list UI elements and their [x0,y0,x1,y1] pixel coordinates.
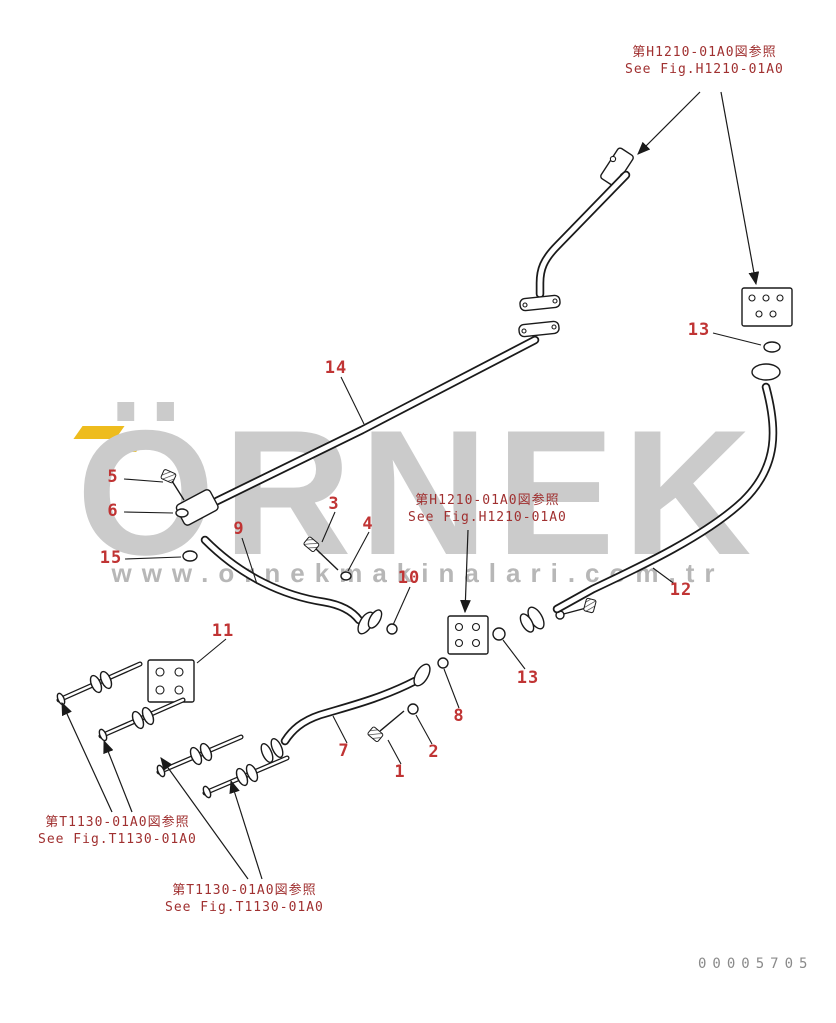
callout-7: 7 [338,741,350,761]
ref-annotation-top-right-jp: 第H1210-01A0図参照 [632,45,777,60]
pipe-14-long [212,335,540,506]
reference-arrows [61,91,760,880]
doc-number: 00005705 [698,956,814,972]
flange-pipe-12 [519,606,545,633]
leader-lines [123,332,762,765]
clamp-block-5-6 [160,469,219,526]
callout-6: 6 [107,501,119,521]
callout-3: 3 [328,494,340,514]
flange-pipe-9 [357,609,383,635]
callout-8: 8 [453,706,465,726]
ref-annotation-bottom-left-jp: 第T1130-01A0図参照 [45,815,190,830]
callout-5: 5 [107,467,119,487]
ref-annotation-mid-jp: 第H1210-01A0図参照 [415,493,560,508]
connector-block-center [447,615,489,655]
callout-4: 4 [362,514,374,534]
ref-annotation-top-right-en: See Fig.H1210-01A0 [625,62,784,77]
callout-15: 15 [99,548,123,568]
connector-block-top-right [741,287,793,327]
callout-2: 2 [428,742,440,762]
ref-annotation-mid-en: See Fig.H1210-01A0 [408,510,567,525]
pipe-7 [280,676,420,746]
callout-13-top: 13 [687,320,711,340]
pipe-9 [200,535,364,625]
pipe-12 [552,382,778,614]
o-ring-10 [386,623,398,635]
block-11 [147,659,195,703]
pipe-14-upper [535,170,631,299]
washer-6 [175,508,189,518]
bolt-3 [303,536,339,571]
callout-11: 11 [211,621,235,641]
callout-13-mid: 13 [516,668,540,688]
ref-annotation-bottom-mid-en: See Fig.T1130-01A0 [165,900,324,915]
ref-annotation-bottom-left-en: See Fig.T1130-01A0 [38,832,197,847]
spool-shafts [56,661,290,799]
o-ring-8 [437,657,449,669]
ref-annotation-bottom-mid: 第T1130-01A0図参照 See Fig.T1130-01A0 [165,882,324,916]
ref-annotation-mid: 第H1210-01A0図参照 See Fig.H1210-01A0 [408,492,567,526]
callout-10: 10 [397,568,421,588]
washer-4 [340,571,352,581]
ref-annotation-bottom-left: 第T1130-01A0図参照 See Fig.T1130-01A0 [38,814,197,848]
ref-annotation-top-right: 第H1210-01A0図参照 See Fig.H1210-01A0 [625,44,784,78]
callout-12: 12 [669,580,693,600]
flange-elbow-12 [751,363,781,381]
ref-annotation-bottom-mid-jp: 第T1130-01A0図参照 [172,883,317,898]
plug-15 [182,550,198,562]
o-ring-13-top [763,341,781,353]
washer-2 [407,703,419,715]
flange-pipe-7 [413,663,431,687]
o-ring-13-mid [492,627,506,641]
clamp-joint [518,294,561,338]
bolt-1 [367,710,405,743]
callout-9: 9 [233,519,245,539]
callout-14: 14 [324,358,348,378]
callout-1: 1 [394,762,406,782]
bolt-5 [160,469,177,484]
